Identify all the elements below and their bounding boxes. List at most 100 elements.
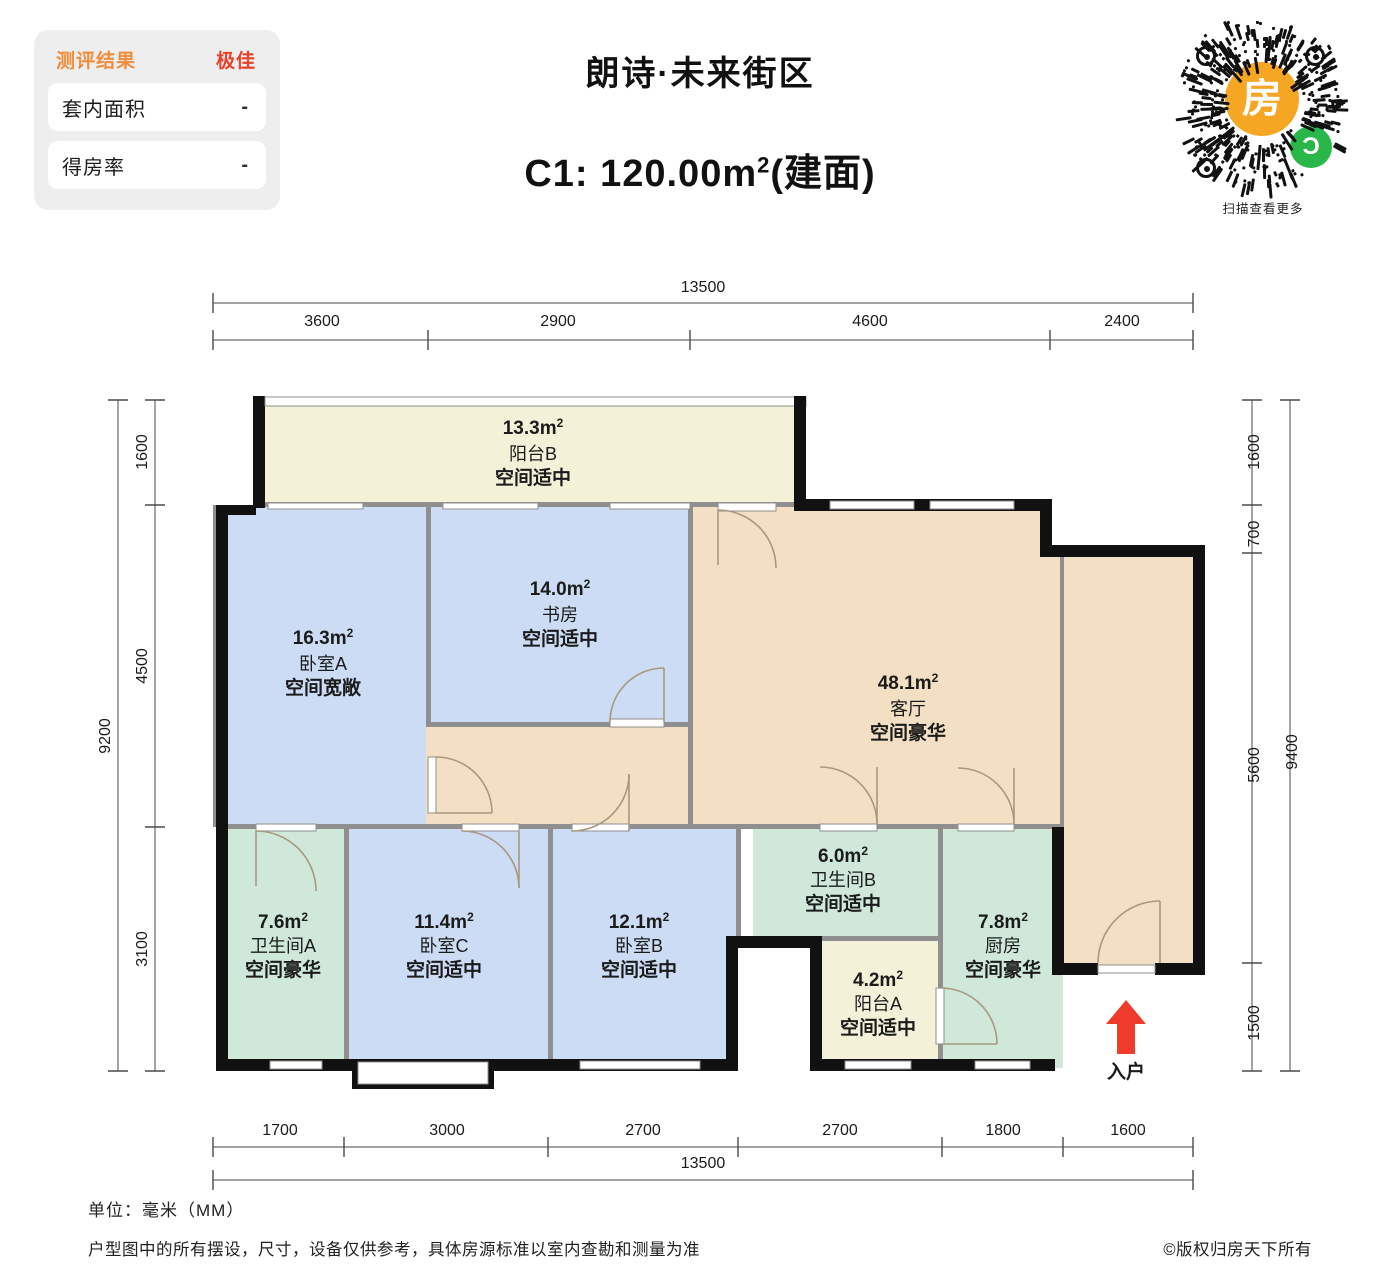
svg-text:卧室C: 卧室C — [420, 936, 469, 956]
unit-title-superscript: 2 — [757, 152, 771, 178]
room-fill-bathroom-b — [753, 827, 941, 940]
svg-text:卫生间A: 卫生间A — [250, 936, 316, 956]
dimension-top: 13500 3600 2900 4600 2400 — [212, 279, 1194, 350]
metric-label-inner-area: 套内面积 — [62, 98, 146, 121]
doorway-openings — [267, 502, 691, 510]
entry-label: 入户 — [1107, 1060, 1145, 1083]
room-labels: 13.3m2 阳台B 空间适中 16.3m2 卧室A 空间宽敞 14.0m2 书… — [245, 416, 1041, 1039]
evaluation-header: 测评结果 极佳 — [48, 42, 266, 83]
door-kitchen — [957, 767, 1015, 832]
room-fill-living-lower — [1063, 827, 1193, 973]
dimension-bottom: 1700 3000 2700 2700 1800 1600 13500 — [212, 1122, 1194, 1190]
svg-text:卧室B: 卧室B — [615, 936, 663, 956]
unit-title-suffix: (建面) — [770, 153, 876, 195]
evaluation-grade: 极佳 — [215, 51, 256, 72]
footer-copyright: ©版权归房天下所有 — [1163, 1241, 1312, 1259]
room-fill-balcony-b — [253, 400, 806, 508]
room-label-bedroom-a: 16.3m2 卧室A 空间宽敞 — [285, 626, 362, 699]
svg-text:空间宽敞: 空间宽敞 — [285, 676, 362, 699]
door-balcony-a — [935, 987, 998, 1045]
dimension-right: 1600 700 5600 1500 9400 — [1242, 399, 1301, 1072]
dim-left-seg-3: 3100 — [134, 931, 151, 967]
room-fill-corridor — [426, 724, 693, 827]
svg-text:空间适中: 空间适中 — [495, 466, 571, 489]
exterior-walls — [216, 396, 1205, 1089]
room-label-kitchen: 7.8m2 厨房 空间豪华 — [965, 910, 1041, 981]
metric-label-space-rate: 得房率 — [62, 156, 125, 179]
dim-right-total: 9400 — [1284, 734, 1301, 770]
svg-text:空间适中: 空间适中 — [406, 958, 482, 981]
svg-text:48.1m2: 48.1m2 — [878, 671, 939, 694]
svg-text:12.1m2: 12.1m2 — [609, 910, 670, 933]
svg-text:空间适中: 空间适中 — [522, 627, 598, 650]
room-fill-kitchen — [941, 827, 1063, 1068]
evaluation-card: 测评结果 极佳 套内面积 - 得房率 - — [34, 30, 280, 210]
dim-top-seg-2: 2900 — [540, 313, 576, 330]
dim-top-seg-1: 3600 — [304, 313, 340, 330]
dim-bottom-seg-3: 2700 — [625, 1122, 661, 1139]
svg-text:空间豪华: 空间豪华 — [870, 721, 946, 744]
room-fill-study — [426, 505, 693, 724]
room-fill-bedroom-c — [347, 827, 551, 1061]
dim-bottom-total: 13500 — [681, 1155, 726, 1172]
dim-bottom-seg-5: 1800 — [985, 1122, 1021, 1139]
room-fill-bathroom-a — [216, 827, 347, 1061]
svg-text:空间豪华: 空间豪华 — [965, 958, 1041, 981]
dimension-left: 1600 4500 3100 9200 — [97, 399, 165, 1072]
metric-row-inner-area: 套内面积 - — [48, 83, 266, 131]
qr-code-image[interactable]: 房 Ɔ — [1175, 18, 1349, 200]
room-label-bedroom-c: 11.4m2 卧室C 空间适中 — [406, 910, 482, 981]
project-title: 朗诗·未来街区 — [585, 55, 815, 93]
dim-left-seg-1: 1600 — [134, 434, 151, 470]
door-bathroom-b — [819, 766, 878, 832]
door-bedroom-a — [427, 756, 493, 814]
door-bathroom-a — [255, 823, 317, 892]
svg-text:书房: 书房 — [542, 605, 578, 625]
dim-right-seg-3: 5600 — [1246, 747, 1263, 783]
svg-text:14.0m2: 14.0m2 — [530, 577, 591, 600]
svg-text:卫生间B: 卫生间B — [810, 870, 876, 890]
evaluation-label: 测评结果 — [56, 51, 137, 72]
svg-text:7.8m2: 7.8m2 — [978, 910, 1028, 933]
room-label-balcony-b: 13.3m2 阳台B 空间适中 — [495, 416, 571, 489]
wechat-miniprogram-icon: Ɔ — [1290, 126, 1332, 168]
dim-top-total: 13500 — [681, 279, 726, 296]
svg-text:11.4m2: 11.4m2 — [414, 910, 474, 933]
room-fill-bedroom-b — [551, 827, 738, 1061]
dim-top-seg-4: 2400 — [1104, 313, 1140, 330]
metric-value-inner-area: - — [241, 95, 248, 118]
footer-disclaimer: 户型图中的所有摆设，尺寸，设备仅供参考，具体房源标准以室内查勘和测量为准 — [88, 1241, 700, 1259]
room-fill-balcony-a — [818, 940, 941, 1068]
room-label-bathroom-a: 7.6m2 卫生间A 空间豪华 — [245, 910, 321, 981]
svg-text:卧室A: 卧室A — [299, 654, 347, 674]
room-label-living: 48.1m2 客厅 空间豪华 — [870, 671, 946, 744]
door-study — [609, 667, 665, 728]
svg-text:厨房: 厨房 — [985, 936, 1021, 956]
door-bedroom-c — [461, 823, 520, 889]
dim-right-seg-4: 1500 — [1246, 1005, 1263, 1041]
unit-title: C1: 120.00m2(建面) — [0, 142, 1400, 197]
dim-right-seg-2: 700 — [1246, 521, 1263, 548]
room-label-bedroom-b: 12.1m2 卧室B 空间适中 — [601, 910, 677, 981]
room-label-study: 14.0m2 书房 空间适中 — [522, 577, 598, 650]
metric-value-space-rate: - — [241, 153, 248, 176]
svg-text:空间适中: 空间适中 — [601, 958, 677, 981]
dim-left-total: 9200 — [97, 718, 114, 754]
dim-top-seg-3: 4600 — [852, 313, 888, 330]
qr-caption: 扫描查看更多 — [1222, 202, 1304, 216]
metric-row-space-rate: 得房率 - — [48, 141, 266, 189]
room-label-balcony-a: 4.2m2 阳台A 空间适中 — [840, 968, 916, 1039]
svg-text:空间适中: 空间适中 — [805, 892, 881, 915]
dim-right-seg-1: 1600 — [1246, 434, 1263, 470]
svg-text:空间适中: 空间适中 — [840, 1016, 916, 1039]
dim-bottom-seg-2: 3000 — [429, 1122, 465, 1139]
svg-text:13.3m2: 13.3m2 — [503, 416, 564, 439]
qr-code-block[interactable]: 房 Ɔ 扫描查看更多 — [1175, 18, 1349, 223]
entry-marker: 入户 — [1106, 1000, 1146, 1083]
dim-left-seg-2: 4500 — [134, 648, 151, 684]
room-label-bathroom-b: 6.0m2 卫生间B 空间适中 — [805, 844, 881, 915]
room-fills — [216, 400, 1193, 1068]
door-entry — [1097, 900, 1161, 964]
room-fill-bedroom-a — [216, 505, 426, 827]
svg-text:6.0m2: 6.0m2 — [818, 844, 868, 867]
